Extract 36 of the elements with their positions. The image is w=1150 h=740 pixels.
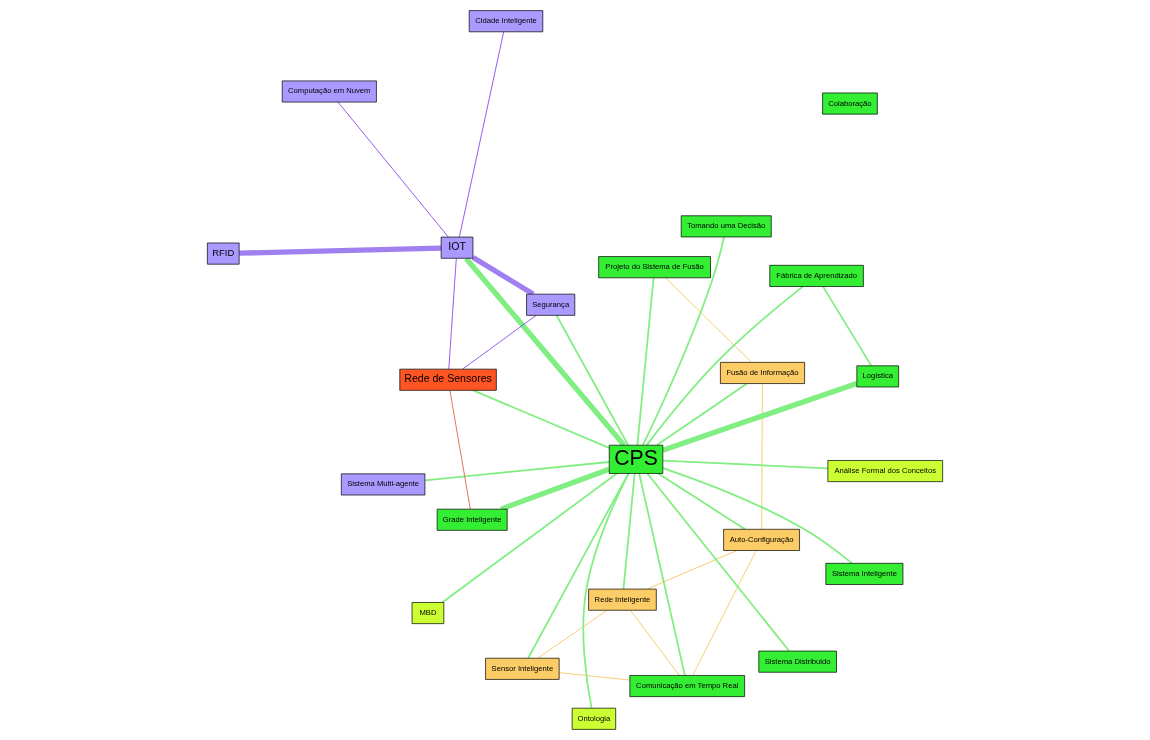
connector <box>692 550 757 676</box>
node-box: RFID <box>207 242 240 265</box>
connector <box>448 258 457 370</box>
connector <box>638 472 686 677</box>
connector <box>582 472 630 709</box>
node-box: Rede de Sensores <box>399 368 497 391</box>
connector <box>337 101 449 238</box>
connector <box>449 389 471 510</box>
connector <box>656 382 748 446</box>
connector <box>239 245 442 256</box>
connector <box>527 472 630 660</box>
connector <box>761 383 763 530</box>
connector <box>462 314 537 370</box>
connector <box>622 472 636 590</box>
connector <box>537 609 608 659</box>
connector <box>441 472 618 604</box>
connector <box>822 285 873 367</box>
connector <box>642 236 725 447</box>
connector <box>472 389 610 449</box>
node-box: IOT <box>440 236 474 259</box>
connector <box>471 255 535 297</box>
connector <box>662 459 829 470</box>
node-box: CPS <box>608 444 664 474</box>
connector <box>630 610 680 676</box>
connector <box>464 256 627 447</box>
connector <box>665 277 752 363</box>
connector <box>458 31 505 238</box>
connector <box>636 277 655 446</box>
connector <box>657 472 746 531</box>
connector <box>646 472 790 652</box>
connector <box>555 314 630 446</box>
connector <box>558 672 631 681</box>
connector <box>662 467 853 564</box>
connector <box>661 381 858 453</box>
connector <box>500 466 611 512</box>
connector <box>424 461 611 482</box>
